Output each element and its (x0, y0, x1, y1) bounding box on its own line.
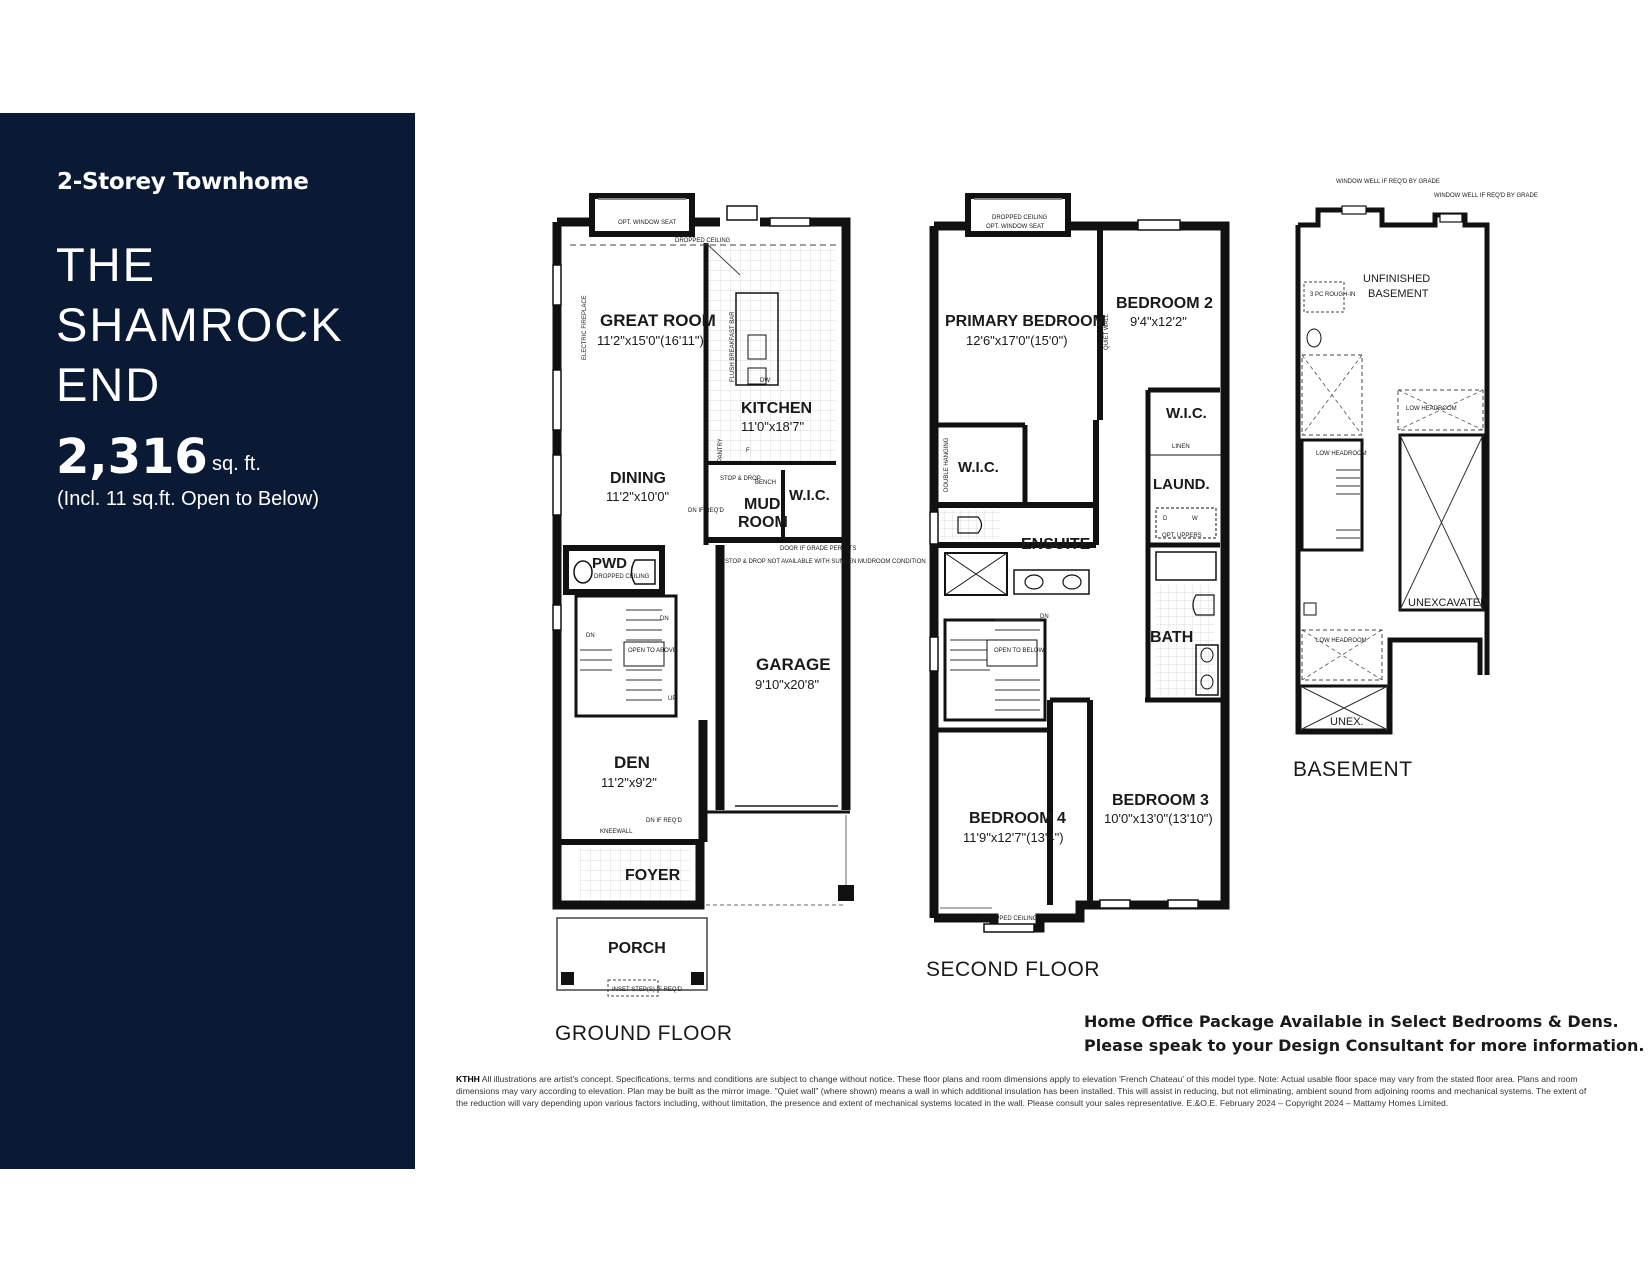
kitchen-tile (706, 243, 836, 463)
note-open-to-below: OPEN TO BELOW (994, 648, 1044, 654)
room-garage: GARAGE (756, 655, 831, 674)
room-mud-room: ROOM (738, 514, 788, 531)
note-kneewall: KNEEWALL (600, 829, 633, 835)
model-name-line-2: SHAMROCK (56, 298, 344, 351)
note-dn-ground-2: DN (586, 633, 595, 639)
square-footage-note: (Incl. 11 sq.ft. Open to Below) (57, 488, 319, 510)
dim-dining: 11'2"x10'0" (606, 489, 669, 504)
room-laundry: LAUND. (1153, 476, 1210, 493)
note-double-hanging: DOUBLE HANGING (944, 437, 950, 492)
dim-bedroom-4: 11'9"x12'7"(13'4") (963, 830, 1064, 845)
basement-plan: WINDOW WELL IF REQ'D BY GRADE WINDOW WEL… (1295, 179, 1538, 735)
legal-disclaimer: KTHH All illustrations are artist's conc… (456, 1073, 1588, 1110)
home-office-line-2: Please speak to your Design Consultant f… (1084, 1036, 1645, 1055)
room-wic-bedroom-2: W.I.C. (1166, 405, 1207, 422)
legal-code: KTHH (456, 1074, 480, 1084)
note-quiet-wall: QUIET WALL (1104, 313, 1110, 350)
note-dn-if-reqd-mud: DN IF REQ'D (688, 508, 724, 514)
model-name: THE SHAMROCK END (56, 235, 344, 415)
powder-room (563, 545, 665, 595)
bay-window-second (965, 193, 1071, 237)
ground-floor-plan: OPT. WINDOW SEAT DROPPED CEILING ELECTRI… (552, 193, 926, 997)
note-dn-ground: DN (660, 616, 669, 622)
dim-primary-bedroom: 12'6"x17'0"(15'0") (966, 333, 1068, 348)
model-name-line-1: THE (56, 238, 156, 291)
room-dining: DINING (610, 470, 666, 487)
room-bath: BATH (1150, 629, 1193, 646)
room-mud: MUD (744, 496, 780, 513)
room-ensuite: ENSUITE (1021, 536, 1091, 553)
note-dn-second: DN (1040, 614, 1049, 620)
dim-den: 11'2"x9'2" (601, 775, 657, 790)
note-electric-fireplace: ELECTRIC FIREPLACE (582, 295, 588, 360)
note-opt-window-seat-second: OPT. WINDOW SEAT (986, 224, 1045, 230)
home-type: 2-Storey Townhome (57, 169, 309, 195)
note-low-headroom-2: LOW HEADROOM (1316, 451, 1367, 457)
model-name-line-3: END (56, 358, 162, 411)
room-foyer: FOYER (625, 867, 681, 884)
note-dropped-ceiling-pwd: DROPPED CEILING (594, 574, 650, 580)
home-office-note: Home Office Package Available in Select … (1084, 1010, 1644, 1058)
note-washer: W (1192, 516, 1198, 522)
room-bedroom-2: BEDROOM 2 (1116, 295, 1213, 312)
info-panel: 2-Storey Townhome THE SHAMROCK END 2,316… (0, 113, 415, 1169)
note-door-if-grade: DOOR IF GRADE PERMITS (780, 546, 856, 552)
room-porch: PORCH (608, 940, 666, 957)
kitchen-island (735, 292, 779, 386)
room-great-room: GREAT ROOM (600, 311, 716, 330)
room-kitchen: KITCHEN (741, 400, 812, 417)
note-stop-drop: STOP & DROP (720, 476, 761, 482)
note-dropped-ceiling-second: DROPPED CEILING (992, 215, 1048, 221)
room-den: DEN (614, 753, 650, 772)
note-inset-steps: INSET STEP(S) IF REQ'D (612, 987, 683, 993)
bay-window-ground (589, 193, 695, 237)
note-open-to-above: OPEN TO ABOVE (628, 648, 677, 654)
note-dropped-ceiling-bedroom-4: DROPPED CEILING (982, 916, 1038, 922)
label-second-floor: SECOND FLOOR (926, 958, 1101, 981)
second-floor-plan: DROPPED CEILING OPT. WINDOW SEAT PRIMARY… (929, 193, 1230, 933)
room-pwd: PWD (592, 555, 627, 572)
legal-text: All illustrations are artist's concept. … (456, 1074, 1587, 1109)
note-f: F (746, 448, 750, 454)
label-basement: BASEMENT (1293, 758, 1413, 781)
room-primary-bedroom: PRIMARY BEDROOM (945, 313, 1106, 330)
porch-outline (556, 917, 708, 991)
room-unfinished-basement-1: UNFINISHED (1363, 273, 1430, 285)
note-dryer: D (1163, 516, 1168, 522)
label-ground-floor: GROUND FLOOR (555, 1022, 733, 1045)
room-wic-ground: W.I.C. (789, 487, 830, 504)
note-opt-window-seat-ground: OPT. WINDOW SEAT (618, 220, 677, 226)
room-unexcavated: UNEXCAVATED (1408, 597, 1488, 609)
dim-bedroom-3: 10'0"x13'0"(13'10") (1104, 811, 1213, 826)
note-window-well-1: WINDOW WELL IF REQ'D BY GRADE (1336, 179, 1440, 185)
note-bench: BENCH (755, 480, 776, 486)
dim-kitchen: 11'0"x18'7" (741, 419, 804, 434)
dim-garage: 9'10"x20'8" (755, 677, 819, 692)
square-footage-unit: sq. ft. (212, 453, 261, 475)
note-dn-if-reqd-den: DN IF REQ'D (646, 818, 682, 824)
room-unex: UNEX. (1330, 716, 1364, 728)
note-pantry: PANTRY (718, 438, 724, 462)
square-footage: 2,316 (56, 429, 208, 485)
room-bedroom-4: BEDROOM 4 (969, 810, 1066, 827)
note-low-headroom-3: LOW HEADROOM (1316, 638, 1367, 644)
note-low-headroom-1: LOW HEADROOM (1406, 406, 1457, 412)
home-office-line-1: Home Office Package Available in Select … (1084, 1012, 1619, 1031)
room-bedroom-3: BEDROOM 3 (1112, 792, 1209, 809)
room-unfinished-basement-2: BASEMENT (1368, 288, 1429, 300)
note-linen: LINEN (1172, 444, 1190, 450)
note-window-well-2: WINDOW WELL IF REQ'D BY GRADE (1434, 193, 1538, 199)
dim-bedroom-2: 9'4"x12'2" (1130, 314, 1187, 329)
note-dropped-ceiling-ground: DROPPED CEILING (675, 238, 731, 244)
note-up-ground: UP (668, 696, 676, 702)
note-dw: DW (760, 378, 770, 384)
note-rough-in: 3 PC ROUGH-IN (1310, 292, 1355, 298)
dim-great-room: 11'2"x15'0"(16'11") (597, 333, 704, 348)
note-stop-drop-unavailable: STOP & DROP NOT AVAILABLE WITH SUNKEN MU… (725, 559, 926, 565)
note-opt-uppers: OPT. UPPERS (1162, 533, 1202, 539)
stairs-ground (574, 594, 678, 718)
room-wic-primary: W.I.C. (958, 459, 999, 476)
note-flush-breakfast-bar: FLUSH BREAKFAST BAR (730, 311, 736, 382)
